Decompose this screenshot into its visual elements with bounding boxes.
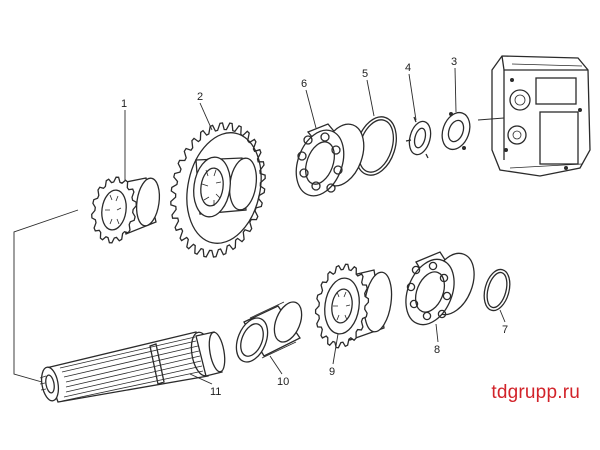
callout-5: 5 (362, 68, 368, 80)
part-10-sleeve (235, 301, 303, 363)
part-9-gear (314, 263, 393, 349)
part-2-large-gear (170, 122, 266, 258)
callout-10: 10 (277, 376, 289, 388)
callout-6: 6 (301, 78, 307, 90)
part-7-snap-ring (483, 268, 511, 312)
part-1-sliding-gear (91, 176, 161, 244)
callout-2: 2 (197, 91, 203, 103)
part-6-bearing (295, 123, 365, 197)
callout-numbers: 1 2 3 4 5 6 7 8 9 10 11 (121, 56, 508, 398)
callout-3: 3 (451, 56, 457, 68)
callout-8: 8 (434, 344, 440, 356)
part-3-nut (441, 111, 471, 151)
part-8-bearing (405, 251, 475, 326)
assembly-path-line (13, 209, 79, 383)
callout-11: 11 (210, 386, 221, 398)
site-watermark: tdgrupp.ru (491, 382, 580, 403)
callout-7: 7 (502, 324, 508, 336)
part-4-lock-washer (405, 116, 432, 159)
callout-1: 1 (121, 98, 127, 110)
callout-9: 9 (329, 366, 335, 378)
part-11-shaft (39, 331, 226, 403)
callout-leaders (124, 67, 506, 385)
gearbox-housing (477, 55, 591, 177)
callout-4: 4 (405, 62, 411, 74)
